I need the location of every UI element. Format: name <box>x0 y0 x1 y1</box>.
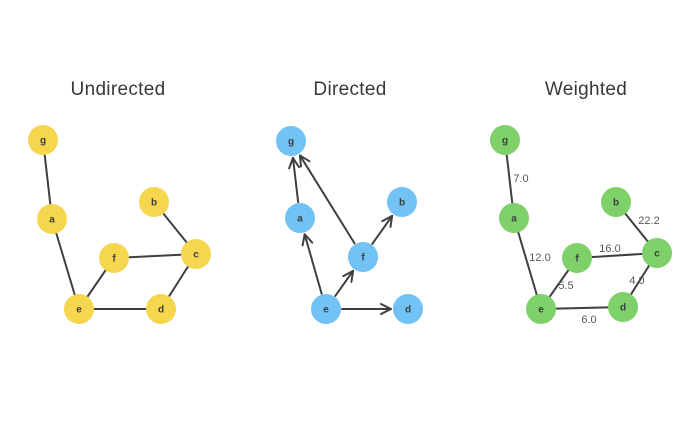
node-weighted-b <box>601 187 631 217</box>
node-label-weighted-d: d <box>620 303 626 314</box>
graph-weighted: 7.0 12.0 22.2 16.0 5.5 4.0 6.0 g a b c f e d <box>490 125 672 326</box>
node-label-weighted-c: c <box>654 249 660 260</box>
node-weighted-g <box>490 125 520 155</box>
graph-undirected: g a b c f e d <box>28 125 211 324</box>
node-undirected-d <box>146 294 176 324</box>
node-label-weighted-a: a <box>511 214 517 225</box>
node-directed-d <box>393 294 423 324</box>
node-label-directed-f: f <box>361 253 365 264</box>
node-label-directed-g: g <box>288 137 294 148</box>
node-undirected-a <box>37 204 67 234</box>
directed-panel-title: Directed <box>313 79 387 100</box>
node-weighted-a <box>499 203 529 233</box>
edge-directed-e-f <box>334 269 355 297</box>
node-label-undirected-c: c <box>193 250 199 261</box>
edge-weight-c-d: 4.0 <box>629 275 644 287</box>
node-label-undirected-e: e <box>76 305 82 316</box>
node-directed-e <box>311 294 341 324</box>
node-label-undirected-g: g <box>40 136 46 147</box>
node-directed-f <box>348 242 378 272</box>
node-weighted-d <box>608 292 638 322</box>
weighted-panel-title: Weighted <box>544 79 628 100</box>
edge-directed-a-g <box>288 156 301 204</box>
edge-weight-g-a: 7.0 <box>513 173 528 185</box>
node-undirected-b <box>139 187 169 217</box>
graph-directed: g a b f e d <box>276 126 423 324</box>
node-undirected-e <box>64 294 94 324</box>
edge-directed-f-b <box>371 214 394 245</box>
node-label-weighted-g: g <box>502 136 508 147</box>
edge-directed-e-a <box>301 233 323 295</box>
node-undirected-g <box>28 125 58 155</box>
node-weighted-e <box>526 294 556 324</box>
edge-directed-f-g <box>298 154 356 245</box>
node-label-undirected-b: b <box>151 198 157 209</box>
node-label-weighted-e: e <box>538 305 544 316</box>
node-label-directed-b: b <box>399 198 405 209</box>
edge-weight-a-e: 12.0 <box>529 252 550 264</box>
node-weighted-f <box>562 243 592 273</box>
node-label-weighted-b: b <box>613 198 619 209</box>
node-undirected-c <box>181 239 211 269</box>
node-directed-g <box>276 126 306 156</box>
node-directed-b <box>387 187 417 217</box>
node-label-undirected-d: d <box>158 305 164 316</box>
edge-weight-f-c: 16.0 <box>599 243 620 255</box>
edge-weight-e-d: 6.0 <box>581 314 596 326</box>
edge-weight-b-c: 22.2 <box>638 215 659 227</box>
node-label-directed-a: a <box>297 214 303 225</box>
node-label-weighted-f: f <box>575 254 579 265</box>
node-label-undirected-a: a <box>49 215 55 226</box>
node-label-undirected-f: f <box>112 254 116 265</box>
node-undirected-f <box>99 243 129 273</box>
edge-undirected-a-e <box>51 218 80 310</box>
node-directed-a <box>285 203 315 233</box>
undirected-panel-title: Undirected <box>70 79 166 100</box>
node-label-directed-d: d <box>405 305 411 316</box>
edge-weight-e-f: 5.5 <box>558 280 573 292</box>
node-weighted-c <box>642 238 672 268</box>
edge-weighted-a-e <box>513 217 542 310</box>
node-label-directed-e: e <box>323 305 329 316</box>
